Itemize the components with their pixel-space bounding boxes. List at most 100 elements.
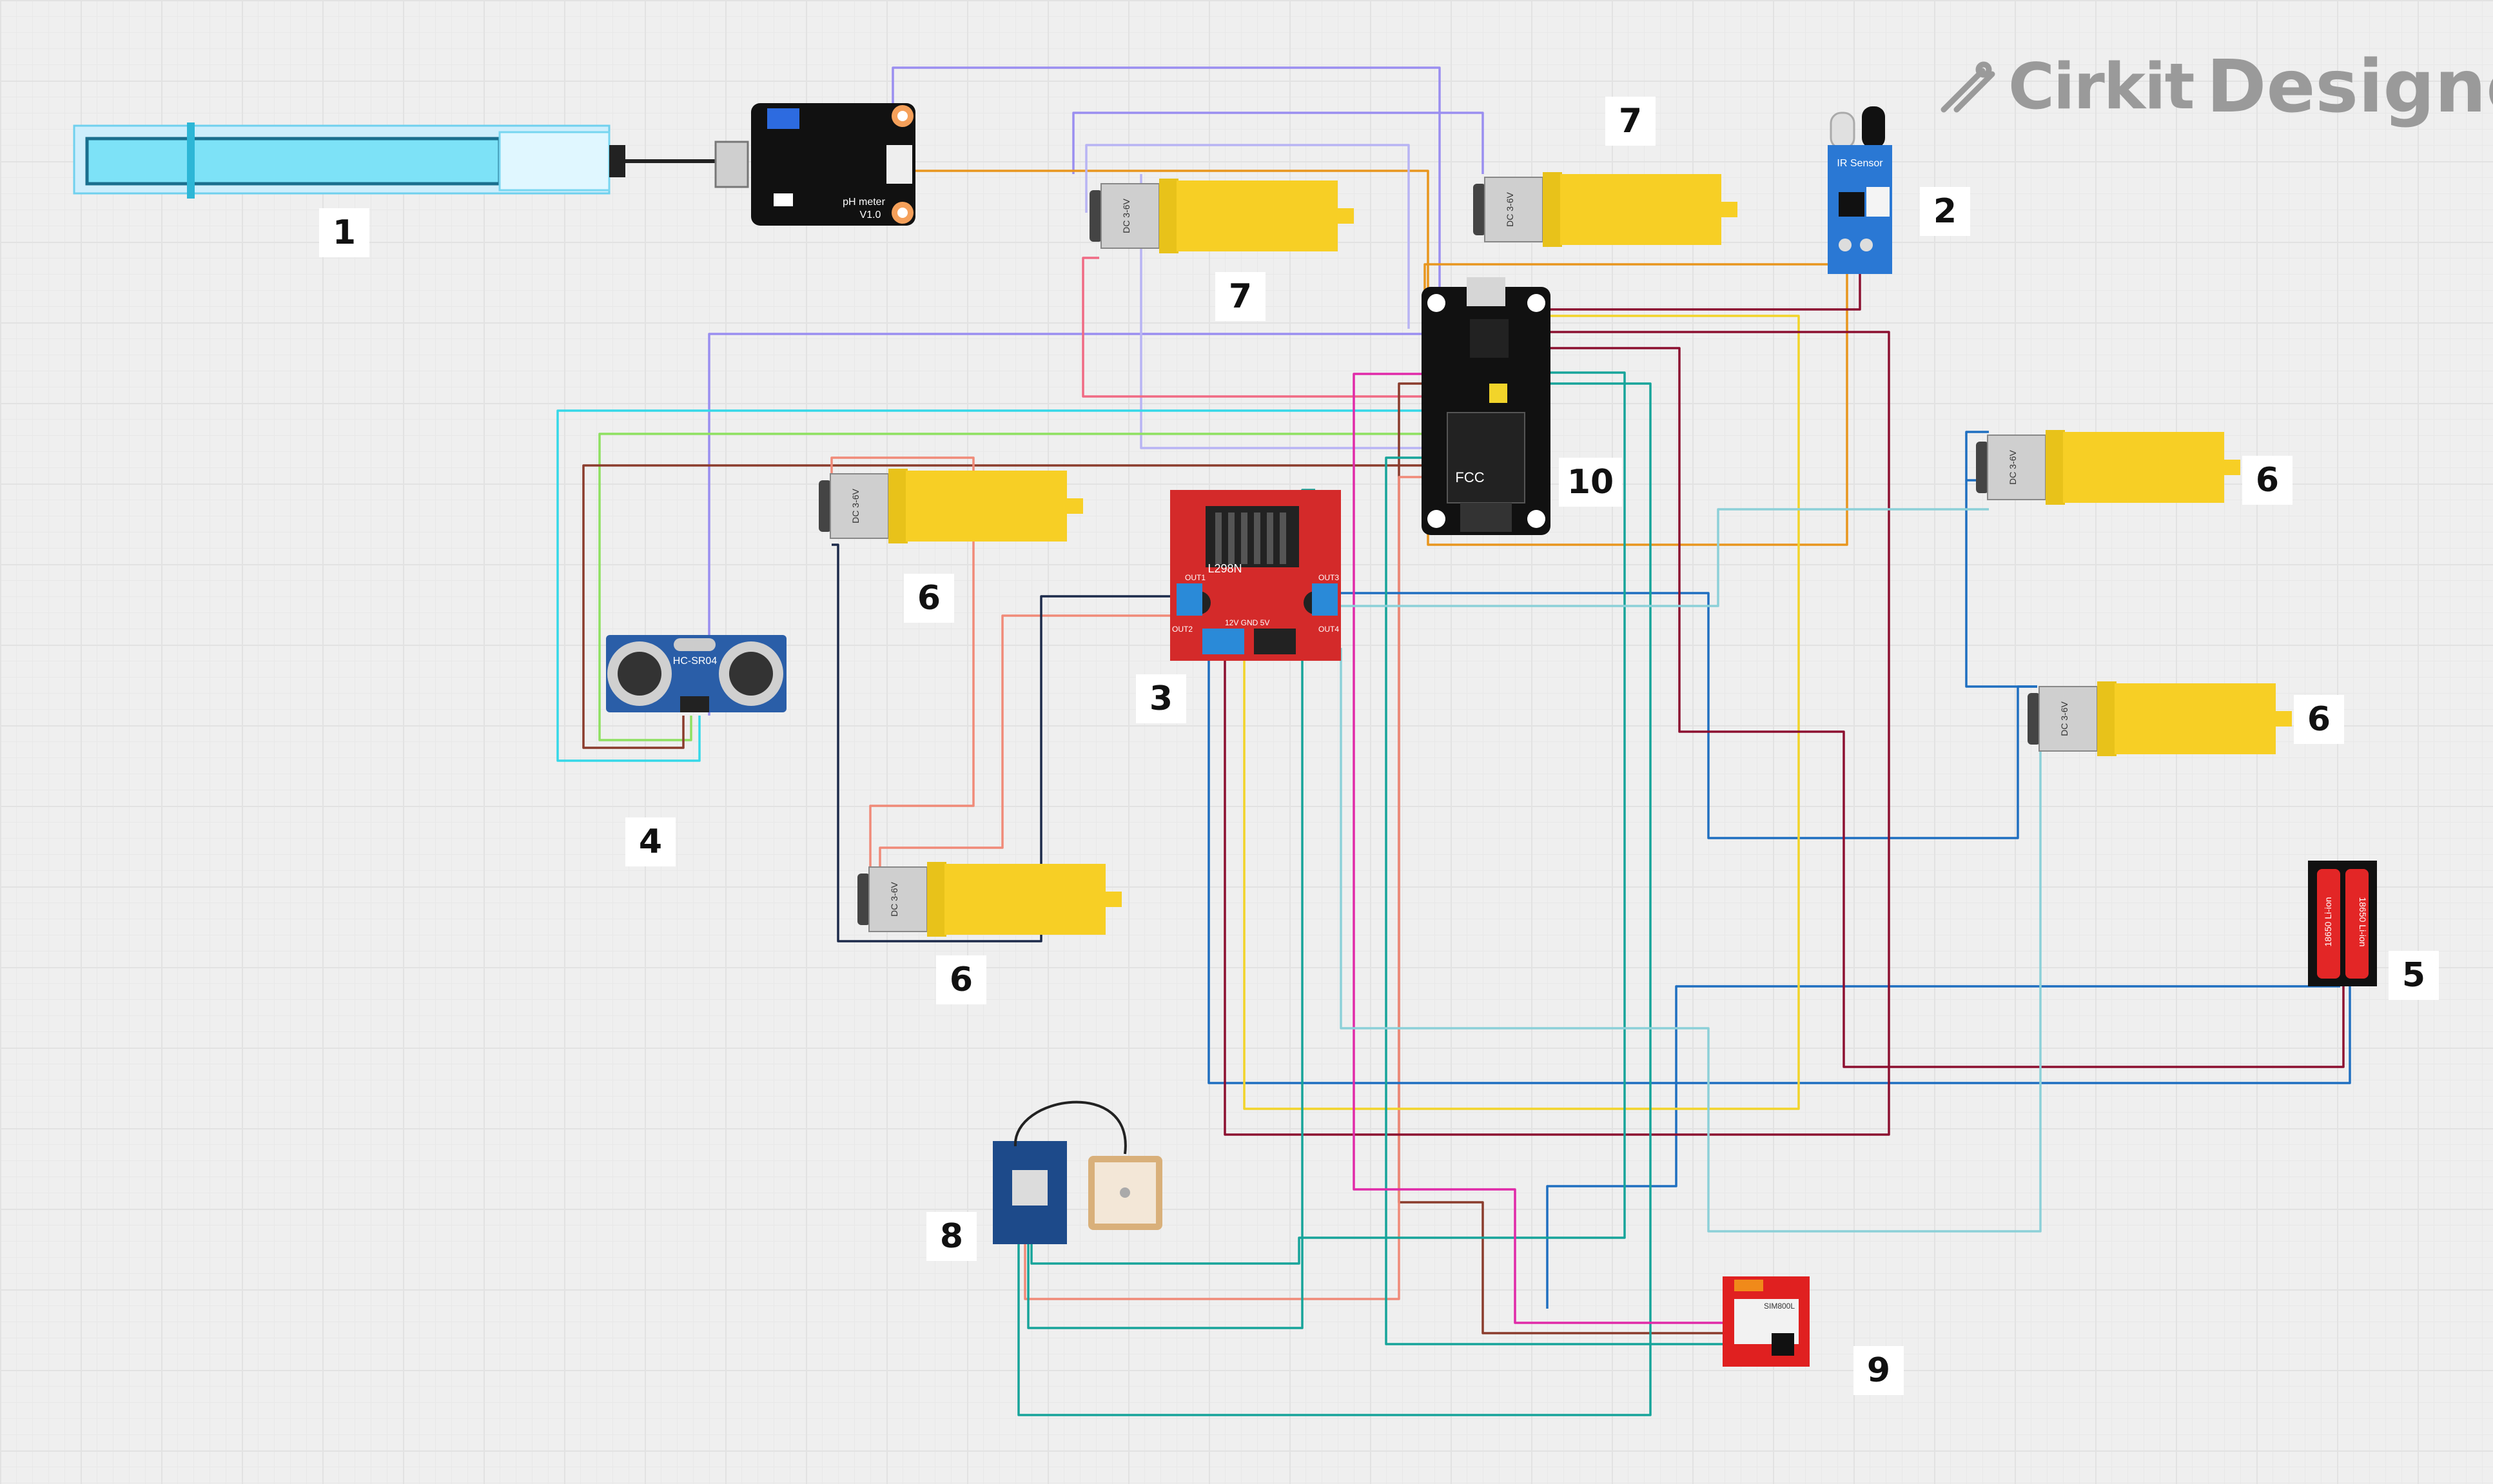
- motor-6-left-top-gearbox: [906, 471, 1067, 542]
- ir-sensor[interactable]: [1828, 106, 1892, 274]
- motor-6-right-bot-cap: [2028, 693, 2040, 745]
- wire-blue-5[interactable]: [1546, 985, 2340, 1309]
- motor-7-left-can: [1100, 183, 1160, 249]
- wire-orange-esp[interactable]: [1427, 271, 1848, 546]
- esp-fcc-text: FCC: [1455, 469, 1484, 485]
- brand-prefix: Cirkit: [2008, 50, 2195, 124]
- wire-brown-1[interactable]: [582, 464, 1430, 749]
- motor-6-left-top-label: DC 3-6V: [850, 488, 861, 523]
- motor-7-left[interactable]: DC 3-6V: [1090, 179, 1354, 253]
- wire-pink-1[interactable]: [1082, 257, 1428, 398]
- motor-driver-out4: OUT4: [1318, 625, 1339, 634]
- motor-7-right[interactable]: DC 3-6V: [1473, 172, 1737, 247]
- motor-7-left-shaft: [1338, 208, 1354, 224]
- motor-6-right-bot-label: DC 3-6V: [2059, 701, 2069, 736]
- motor-6-right-bot-collar: [2097, 681, 2117, 756]
- motor-6-right-top-collar: [2046, 430, 2065, 505]
- ph-meter-title: pH meter: [843, 197, 885, 208]
- motor-6-right-bot-gearbox: [2115, 683, 2276, 754]
- motor-6-right-bot-shaft: [2276, 711, 2292, 727]
- motor-driver-out2: OUT2: [1172, 625, 1193, 634]
- battery-cell-1: 18650 Li-ion: [2323, 897, 2333, 946]
- motor-6-left-top-can: [830, 473, 889, 539]
- wire-orange-ph[interactable]: [909, 170, 1429, 308]
- gsm-module[interactable]: [1723, 1276, 1810, 1367]
- wire-lightblue-1[interactable]: [1340, 648, 2042, 1233]
- label-gps: 8: [926, 1212, 977, 1261]
- label-ph-probe: 1: [319, 208, 369, 257]
- esp-board[interactable]: [1422, 277, 1550, 535]
- label-motor-6b: 6: [936, 955, 986, 1004]
- wire-maroon-2[interactable]: [1547, 347, 2345, 1068]
- battery-cell-2: 18650 Li-ion: [2358, 897, 2368, 946]
- motor-6-left-bot-can: [868, 866, 928, 932]
- label-ir-sensor: 2: [1920, 187, 1970, 236]
- ph-meter-board[interactable]: [714, 103, 915, 226]
- cirkit-logo-icon: [1941, 61, 1995, 113]
- ph-probe[interactable]: [73, 122, 716, 199]
- wire-purple-ph[interactable]: [892, 66, 1441, 322]
- gps-module[interactable]: [993, 1100, 1162, 1244]
- wire-salmon-2[interactable]: [879, 614, 1186, 877]
- wire-green[interactable]: [598, 433, 1430, 741]
- wire-maroon-1[interactable]: [1224, 331, 1890, 1136]
- motor-6-right-top[interactable]: DC 3-6V: [1976, 430, 2240, 505]
- motor-7-left-cap: [1090, 190, 1102, 242]
- wire-lavender-2[interactable]: [1140, 174, 1425, 449]
- ir-sensor-text: IR Sensor: [1837, 158, 1883, 169]
- wire-salmon-1[interactable]: [830, 456, 975, 877]
- wire-blue-4[interactable]: [1207, 648, 2351, 1084]
- label-battery: 5: [2389, 951, 2439, 1000]
- wire-magenta[interactable]: [1353, 373, 1725, 1324]
- motors-group: DC 3-6V DC 3-6V DC 3-6V DC 3-6V DC 3-6V DC 3-…: [819, 172, 2292, 937]
- wire-teal-1[interactable]: [1030, 371, 1626, 1265]
- wire-blue-1[interactable]: [1328, 592, 2037, 839]
- wire-salmon-3[interactable]: [1024, 476, 1430, 1300]
- label-motor-6c: 6: [2242, 456, 2293, 505]
- wire-yellow[interactable]: [1243, 315, 1800, 1110]
- motor-7-right-cap: [1473, 184, 1486, 235]
- motor-6-left-top-collar: [888, 469, 908, 543]
- motor-7-right-gearbox: [1560, 174, 1721, 245]
- wire-teal-2[interactable]: [1017, 382, 1652, 1416]
- motor-6-left-bot[interactable]: DC 3-6V: [857, 862, 1122, 937]
- wire-maroon-3[interactable]: [1547, 271, 1861, 311]
- motor-7-right-shaft: [1721, 202, 1737, 217]
- motor-6-left-bot-cap: [857, 874, 870, 925]
- motor-driver-out3: OUT3: [1318, 573, 1339, 582]
- label-motor-7a: 7: [1605, 97, 1656, 146]
- wire-lightblue-2[interactable]: [1328, 508, 1989, 607]
- label-motor-6d: 6: [2294, 695, 2344, 744]
- cirkit-logo: Cirkit Designer: [1937, 45, 2493, 129]
- wire-cyan[interactable]: [556, 409, 1430, 762]
- motor-6-left-bot-gearbox: [944, 864, 1106, 935]
- motor-driver[interactable]: [1170, 490, 1341, 661]
- motor-6-right-top-gearbox: [2063, 432, 2224, 503]
- battery-holder[interactable]: [2308, 861, 2377, 986]
- gsm-text: SIM800L: [1764, 1302, 1795, 1311]
- label-gsm: 9: [1853, 1346, 1904, 1395]
- wire-purple-ultra[interactable]: [708, 333, 1425, 716]
- motor-6-left-bot-label: DC 3-6V: [889, 881, 899, 916]
- wire-lavender-1[interactable]: [1085, 144, 1410, 329]
- motor-driver-title: L298N: [1207, 562, 1242, 575]
- label-motor-driver: 3: [1136, 674, 1186, 723]
- wire-brown-2[interactable]: [1398, 382, 1725, 1334]
- wire-purple-motor7[interactable]: [1072, 112, 1484, 174]
- ultrasonic-text: HC-SR04: [673, 656, 718, 667]
- wire-teal-4[interactable]: [1385, 456, 1725, 1345]
- motor-7-left-collar: [1159, 179, 1178, 253]
- ultrasonic-sensor[interactable]: [606, 635, 787, 712]
- wire-blue-3[interactable]: [1965, 480, 2037, 688]
- wire-navy[interactable]: [832, 543, 1186, 942]
- motor-driver-out1: OUT1: [1185, 573, 1206, 582]
- motor-driver-power: 12V GND 5V: [1225, 618, 1269, 627]
- motor-6-right-top-label: DC 3-6V: [2008, 449, 2018, 484]
- motor-6-left-top[interactable]: DC 3-6V: [819, 469, 1083, 543]
- brand-suffix: Designer: [2206, 45, 2493, 129]
- label-esp: 10: [1559, 458, 1622, 507]
- motor-7-left-gearbox: [1177, 181, 1338, 251]
- motor-6-right-bot[interactable]: DC 3-6V: [2028, 681, 2292, 756]
- label-motor-6a: 6: [904, 574, 954, 623]
